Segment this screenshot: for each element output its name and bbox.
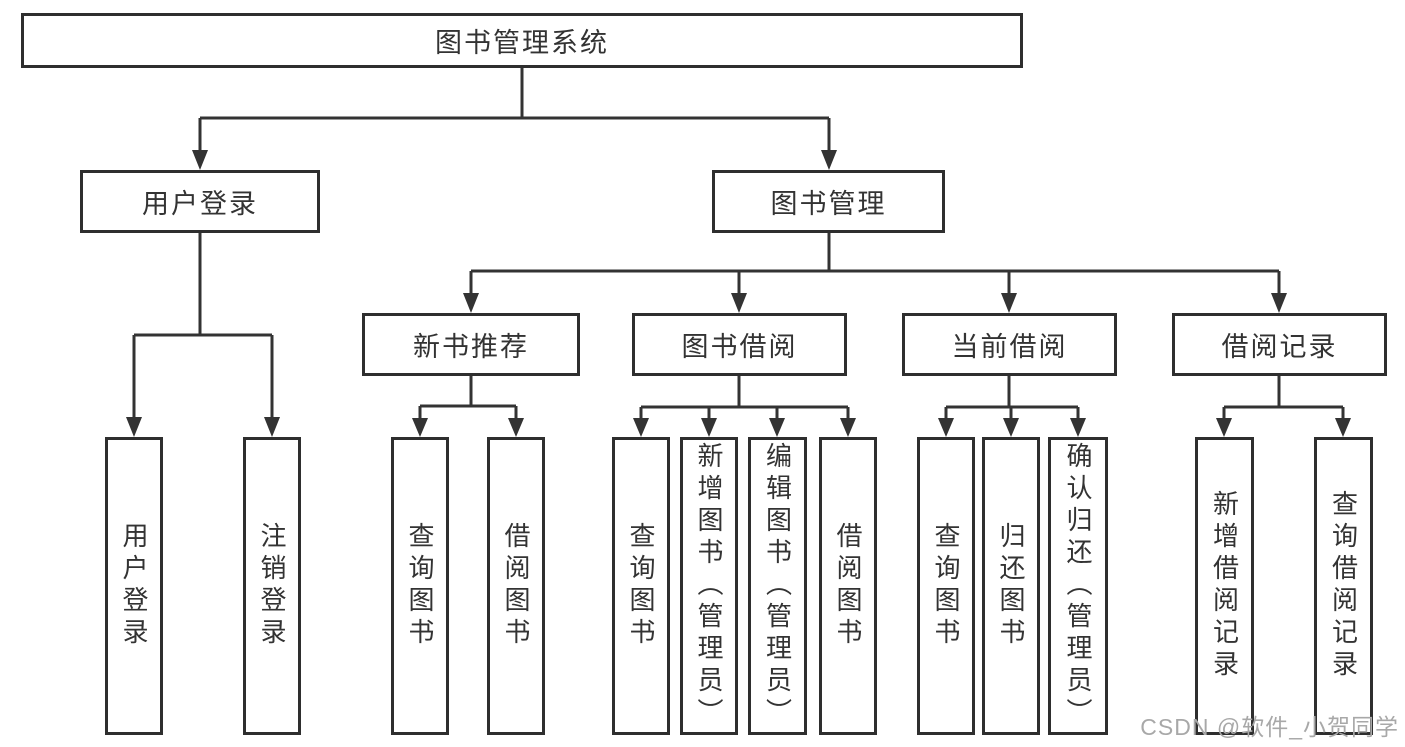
node-label: 查询图书 (405, 522, 435, 650)
node-root: 图书管理系统 (21, 13, 1023, 68)
connector-current-borrow (938, 375, 1086, 437)
node-label: 查询借阅记录 (1328, 490, 1359, 682)
node-leaf-logout: 注销登录 (243, 437, 301, 735)
node-label: 借阅图书 (501, 522, 531, 650)
node-leaf-borrow-edit: 编辑图书（管理员） (748, 437, 807, 735)
node-label: 归还图书 (996, 522, 1026, 650)
node-user-login-branch: 用户登录 (80, 170, 320, 233)
connector-root (192, 68, 837, 170)
node-leaf-borrow-borrow: 借阅图书 (819, 437, 877, 735)
connector-book-management (463, 233, 1287, 313)
node-label: 编辑图书（管理员） (762, 442, 793, 730)
node-section-borrow-records: 借阅记录 (1172, 313, 1387, 376)
connector-user-login (126, 233, 280, 437)
node-section-current-borrow: 当前借阅 (902, 313, 1117, 376)
node-leaf-current-confirm-return: 确认归还（管理员） (1048, 437, 1108, 735)
node-leaf-newbooks-borrow: 借阅图书 (487, 437, 545, 735)
node-section-book-borrow: 图书借阅 (632, 313, 847, 376)
connector-book-borrow (633, 376, 856, 437)
node-label: 确认归还（管理员） (1063, 442, 1093, 730)
node-leaf-current-search: 查询图书 (917, 437, 975, 735)
node-leaf-borrow-add: 新增图书（管理员） (680, 437, 738, 735)
node-leaf-borrow-search: 查询图书 (612, 437, 670, 735)
node-leaf-newbooks-search: 查询图书 (391, 437, 449, 735)
node-book-management-branch: 图书管理 (712, 170, 945, 233)
csdn-watermark: CSDN @软件_小贺同学 (1140, 714, 1399, 740)
node-leaf-user-login: 用户登录 (105, 437, 163, 735)
node-label: 新增借阅记录 (1209, 490, 1240, 682)
node-label: 注销登录 (257, 522, 287, 650)
node-leaf-records-search: 查询借阅记录 (1314, 437, 1373, 735)
node-label: 用户登录 (119, 522, 149, 650)
node-label: 查询图书 (626, 522, 656, 650)
node-label: 借阅图书 (833, 522, 863, 650)
node-label: 新增图书（管理员） (694, 442, 724, 730)
connector-borrow-records (1216, 375, 1351, 437)
node-leaf-current-return: 归还图书 (982, 437, 1040, 735)
node-label: 查询图书 (931, 522, 961, 650)
node-leaf-records-add: 新增借阅记录 (1195, 437, 1254, 735)
connector-new-books (412, 375, 524, 437)
node-section-new-books: 新书推荐 (362, 313, 580, 376)
